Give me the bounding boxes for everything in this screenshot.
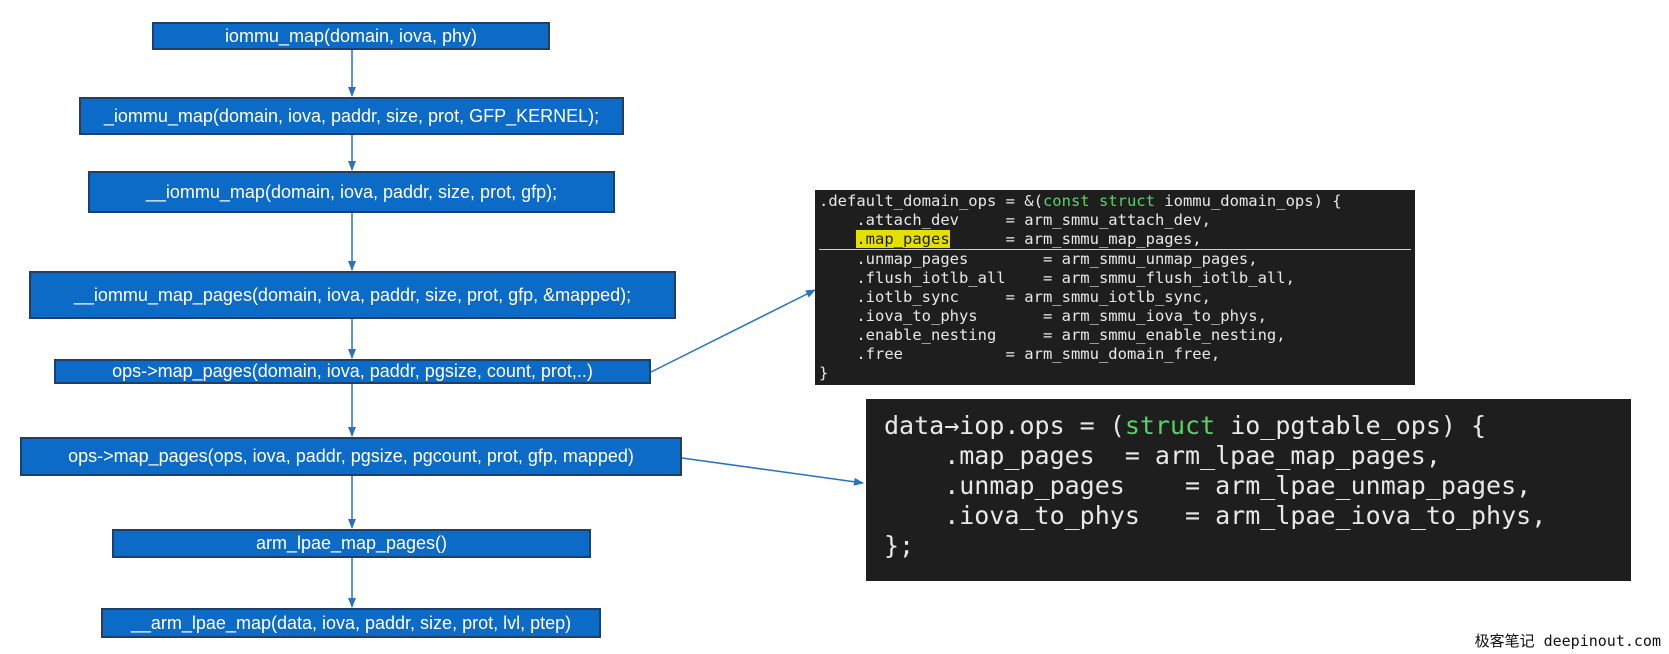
smmu-domain-ops-code: .default_domain_ops = &(const struct iom… [815, 190, 1415, 385]
watermark: 极客笔记 deepinout.com [1474, 632, 1661, 650]
node-ops-map-pages-domain: ops->map_pages(domain, iova, paddr, pgsi… [54, 359, 651, 384]
arrow-to-smmu-ops [650, 289, 816, 373]
node-double-underscore-iommu-map: __iommu_map(domain, iova, paddr, size, p… [88, 171, 615, 213]
highlighted-map-pages: .map_pages [856, 230, 950, 248]
node-arm-lpae-map: __arm_lpae_map(data, iova, paddr, size, … [101, 608, 601, 638]
lpae-pgtable-ops-code: data→iop.ops = (struct io_pgtable_ops) {… [866, 399, 1631, 581]
arrow-to-lpae-ops [681, 457, 864, 486]
node-underscore-iommu-map: _iommu_map(domain, iova, paddr, size, pr… [79, 97, 624, 135]
node-iommu-map: iommu_map(domain, iova, phy) [152, 22, 550, 50]
node-iommu-map-pages: __iommu_map_pages(domain, iova, paddr, s… [29, 271, 676, 319]
node-ops-map-pages-ops: ops->map_pages(ops, iova, paddr, pgsize,… [20, 437, 682, 476]
node-arm-lpae-map-pages: arm_lpae_map_pages() [112, 529, 591, 558]
